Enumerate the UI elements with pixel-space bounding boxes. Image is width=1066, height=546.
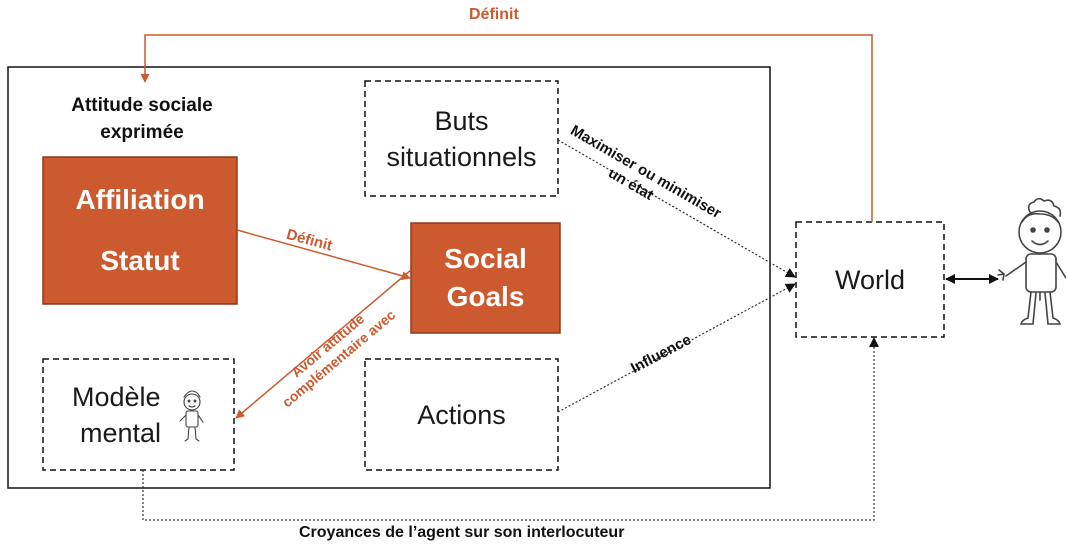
affiliation-label: Affiliation [75, 183, 205, 215]
social-goals-line-2: Goals [446, 281, 525, 312]
attitude-sociale-title: Attitude sociale exprimée [28, 92, 256, 146]
world-box [795, 221, 945, 338]
buts-situationnels-label: Buts situationnels [365, 81, 558, 196]
buts-line-1: Buts [434, 105, 489, 136]
buts-situationnels-box [364, 80, 559, 197]
modele-mental-label: Modèle mental [52, 359, 186, 470]
actions-box [364, 358, 559, 471]
definit-arrow [236, 229, 411, 281]
child-figure-icon [997, 197, 1066, 325]
influence-arrow [557, 283, 796, 413]
world-label: World [834, 264, 906, 295]
small-child-figure-icon [179, 390, 204, 442]
definit-top-label: Définit [469, 6, 519, 23]
social-goals-line-1: Social [444, 243, 527, 274]
maximiser-arrow [557, 139, 796, 278]
croyances-label: Croyances de l’agent sur son interlocute… [299, 524, 625, 541]
affiliation-statut-labels: Affiliation Statut [43, 157, 237, 304]
buts-line-2: situationnels [386, 141, 537, 172]
affiliation-statut-box [42, 156, 238, 305]
modele-mental-box [42, 358, 235, 471]
attitude-title-line-2: exprimée [100, 122, 184, 143]
croyances-arrow [142, 337, 879, 521]
avoir-attitude-arrow [235, 269, 412, 419]
statut-label: Statut [100, 245, 180, 277]
actions-label: Actions [417, 399, 506, 430]
social-goals-box [410, 222, 561, 334]
modele-line-1: Modèle [72, 381, 161, 412]
definit-loop-arrow [140, 34, 873, 222]
attitude-title-line-1: Attitude sociale [71, 95, 213, 116]
modele-line-2: mental [80, 417, 162, 448]
agent-container [7, 66, 771, 489]
social-goals-label: Social Goals [411, 223, 560, 333]
